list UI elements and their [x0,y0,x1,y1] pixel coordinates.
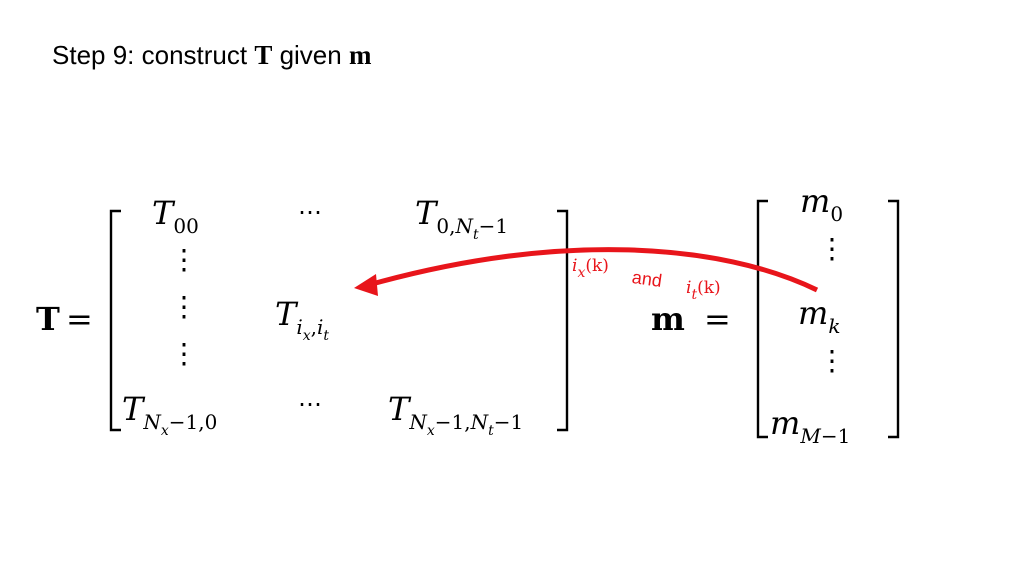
hdots-row3: ⋯ [298,390,322,418]
vector-right-bracket [888,199,900,439]
T-label: T [36,300,60,338]
matrix-left-bracket [109,209,121,432]
hdots-row0: ⋯ [298,198,322,226]
matrix-right-bracket [557,209,569,432]
m-vdots-1: ⋮ [818,232,846,265]
cell-T0Nt: T0,Nt−1 [415,194,509,243]
m-label: m [651,300,685,338]
cell-T00: T00 [152,194,199,238]
annotation-and: and [630,267,664,291]
mk-entry: mk [798,294,841,338]
title-text: Step 9: construct [52,40,255,70]
vector-left-bracket [756,199,768,439]
vdots-3: ⋮ [170,337,198,370]
vdots-1: ⋮ [170,243,198,276]
mapping-arrow [371,247,819,293]
title-T-symbol: T [254,40,273,70]
T-equals: = [66,300,93,338]
annotation-it: it(k) [686,278,721,303]
annotation-ix: ix(k) [572,256,609,281]
cell-T-ix-it: Tix,it [275,295,330,344]
m-equals: = [704,300,731,338]
mM1-entry: mM−1 [770,404,851,448]
cell-TNxNt: TNx−1,Nt−1 [388,390,524,439]
page-title: Step 9: construct T given m [52,40,371,71]
mapping-arrow-head [354,274,378,296]
m0-entry: m0 [800,182,844,226]
m-vdots-2: ⋮ [818,344,846,377]
title-m-symbol: m [348,40,372,70]
title-text-given: given [272,40,349,70]
cell-TNx0: TNx−1,0 [122,390,218,439]
vdots-2: ⋮ [170,290,198,323]
